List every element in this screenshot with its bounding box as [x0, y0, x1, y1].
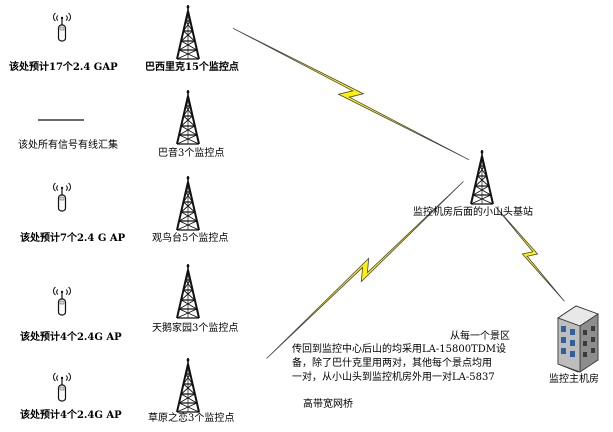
left-label-1: 该处预计17个2.4 GAP	[9, 62, 118, 73]
base-station-label: 监控机房后面的小山头基站	[413, 207, 533, 218]
tower-label-1: 巴西里克15个监控点	[145, 62, 239, 73]
lightning-link-monitor-room	[495, 206, 565, 302]
tower-icon	[176, 175, 200, 231]
tower-label-2: 巴音3个监控点	[158, 148, 225, 159]
left-label-2: 该处所有信号有线汇集	[18, 140, 118, 151]
description-line-5: 高带宽网桥	[303, 399, 353, 410]
monitor-room-label: 监控主机房	[549, 374, 599, 385]
lightning-link-top	[232, 27, 470, 161]
left-label-3: 该处预计7个2.4 G AP	[20, 233, 126, 244]
access-point-icon	[52, 12, 72, 42]
description-line-1: 从每一个景区	[450, 331, 510, 342]
access-point-icon	[52, 182, 72, 212]
description-line-4: 一对，从小山头到监控机房外用一对LA-5837	[292, 372, 495, 383]
tower-icon	[176, 263, 200, 319]
tower-label-4: 天鹅家园3个监控点	[152, 323, 239, 334]
tower-icon	[176, 357, 200, 413]
tower-label-5: 草原之恋3个监控点	[148, 413, 235, 424]
access-point-icon	[52, 286, 72, 316]
tower-label-3: 观鸟台5个监控点	[152, 233, 229, 244]
tower-icon	[176, 4, 200, 60]
access-point-icon	[52, 372, 72, 402]
base-station-tower-icon	[470, 149, 494, 205]
wireless-links	[232, 27, 565, 359]
server-building-icon	[557, 305, 599, 373]
description-line-3: 备，除了巴什克里用两对，其他每个景点均用	[292, 358, 492, 369]
lightning-link-bottom	[266, 181, 464, 359]
left-label-5: 该处预计4个2.4G AP	[20, 410, 122, 421]
description-line-2: 传回到监控中心后山的均采用LA-15800TDM设	[292, 344, 506, 355]
left-label-4: 该处预计4个2.4G AP	[20, 332, 122, 343]
tower-icon	[176, 89, 200, 145]
